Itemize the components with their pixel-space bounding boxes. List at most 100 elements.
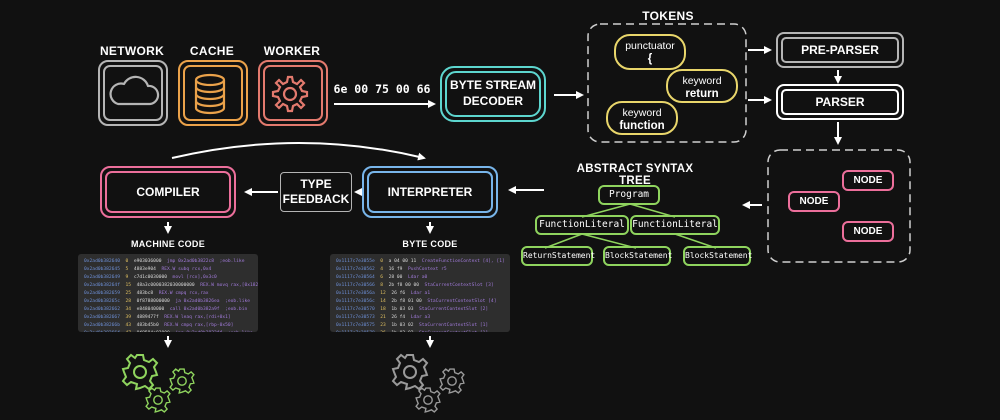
type-feedback-line1: TYPE xyxy=(300,177,332,191)
hex-stream-label: 6e 00 75 00 66 xyxy=(333,82,431,96)
byte-code-line: 0x1117c7e30564 6 28 00 Ldar a0 xyxy=(336,274,504,282)
byte-code-line: 0x1117c7e3056c 14 2b f8 01 00 StaCurrent… xyxy=(336,298,504,306)
cloud-icon xyxy=(109,75,160,106)
byte-stream-decoder-box: BYTE STREAM DECODER xyxy=(440,66,546,122)
machine-code-panel: 0x2ad0b382640 0 e903036000 jmp 0x2ad0b38… xyxy=(78,254,258,332)
machine-code-line-part: 48a3c0000382030000000 xyxy=(136,283,201,288)
machine-code-line-part: call 0x2ad0b382a9f ;eob.bin xyxy=(169,307,248,312)
machine-code-line-part: movl [rcx],0x3c0 xyxy=(172,275,217,280)
nodes-dashed-frame xyxy=(767,149,911,263)
machine-code-line-part: 9 xyxy=(125,275,134,280)
byte-code-line-part: PushContext r5 xyxy=(407,267,447,272)
machine-code-line-part: REX.W cmpq rcx,rax xyxy=(158,291,209,296)
machine-code-line-part: 483b45b0 xyxy=(136,323,165,328)
machine-code-line: 0x2ad0b38266f 47 0f8594e03000 jnz 0x2ad0… xyxy=(84,330,253,332)
byte-code-line-part: 2b f8 01 00 xyxy=(391,299,428,304)
ast-node-functionliteral-1: FunctionLiteral xyxy=(535,215,629,235)
ast-node-program: Program xyxy=(598,185,660,205)
machine-code-line: 0x2ad0b38266b 43 483b45b0 REX.W cmpq rax… xyxy=(84,322,252,330)
pre-parser-box: PRE-PARSER xyxy=(776,32,904,68)
machine-code-line: 0x2ad0b382640 0 e903036000 jmp 0x2ad0b38… xyxy=(84,258,252,266)
byte-code-line-part: 12 xyxy=(380,291,392,296)
byte-code-line-part: 16 f9 xyxy=(388,267,408,272)
machine-code-title: MACHINE CODE xyxy=(130,239,206,249)
worker-source-box xyxy=(258,60,328,126)
byte-code-line-part: StaCurrentContextSlot [1] xyxy=(419,323,489,328)
token-keyword-return: keyword return xyxy=(666,69,738,103)
machine-code-line: 0x2ad0b382667 39 4889477f REX.W leaq rax… xyxy=(84,314,252,322)
machine-code-line-part: jnz 0x2ad0b3823ff ;eob.like xyxy=(175,331,252,332)
machine-code-line-part: 0x2ad0b38264f xyxy=(84,283,126,288)
machine-code-line-part: 34 xyxy=(125,307,137,312)
gear-icon xyxy=(271,75,309,113)
byte-code-line-part: Ldar a0 xyxy=(407,275,428,280)
machine-code-line-part: REX.W subq rcx,0x4 xyxy=(161,267,212,272)
type-feedback-line2: FEEDBACK xyxy=(282,192,350,206)
byte-code-line-part: 0x1117c7e30564 xyxy=(336,275,381,280)
byte-code-line-part: 0x1117c7e30570 xyxy=(336,307,381,312)
byte-code-line-part: 1b 03 02 xyxy=(391,323,420,328)
byte-code-line-part: 23 xyxy=(380,323,392,328)
machine-code-line-part: 15 xyxy=(125,283,137,288)
network-source-box xyxy=(98,60,168,126)
parser-label: PARSER xyxy=(815,95,865,109)
node-box-2: NODE xyxy=(788,191,840,212)
machine-code-line-part: jmp 0x2ad0b3822c8 ;eob.like xyxy=(167,259,245,264)
byte-code-line-part: 0x1117c7e30578 xyxy=(336,331,380,332)
byte-code-line: 0x1117c7e30570 18 1b 03 03 StaCurrentCon… xyxy=(336,306,504,314)
machine-code-line-part: 0x2ad0b382640 xyxy=(84,259,126,264)
byte-code-line-part: Ldar a3 xyxy=(410,315,431,320)
byte-code-line-part: 0x1117c7e30573 xyxy=(336,315,381,320)
machine-code-line-part: 0x2ad0b38266f xyxy=(84,331,126,332)
byte-code-line-part: 4 xyxy=(380,267,389,272)
machine-code-line-part: 0f8594e03000 xyxy=(137,331,176,332)
token-return-value: return xyxy=(685,88,719,100)
byte-code-line-part: 21 xyxy=(380,315,392,320)
machine-code-gears-icon xyxy=(121,353,195,413)
byte-code-line: 0x1117c7e30566 8 2b f8 00 00 StaCurrentC… xyxy=(336,282,504,290)
machine-code-line-part: e903036000 xyxy=(133,259,168,264)
machine-code-line-part: ja 0x2ad0b3826ea ;eob.like xyxy=(175,299,250,304)
byte-code-line-part: StaCurrentContextSlot [1] xyxy=(419,331,488,332)
byte-code-line-part: Ldar a1 xyxy=(410,291,431,296)
byte-code-title: BYTE CODE xyxy=(402,239,458,249)
machine-code-line-part: 0x2ad0b382667 xyxy=(84,315,126,320)
machine-code-line: 0x2ad0b38264f 15 48a3c0000382030000000 R… xyxy=(84,282,258,290)
byte-code-gears-icon xyxy=(391,353,465,413)
node-box-3: NODE xyxy=(842,221,894,242)
machine-code-line-part: 4883e904 xyxy=(133,267,162,272)
byte-code-line-part: CreateFunctionContext [4], [1] xyxy=(421,259,505,264)
machine-code-line-part: 5 xyxy=(125,267,134,272)
machine-code-line-part: 25 xyxy=(125,291,137,296)
byte-code-line-part: 18 xyxy=(380,307,392,312)
byte-code-line: 0x1117c7e3056a 12 26 f6 Ldar a1 xyxy=(336,290,504,298)
machine-code-line-part: 28 xyxy=(125,299,137,304)
byte-code-line-part: 0x1117c7e3055e xyxy=(336,259,381,264)
network-label: NETWORK xyxy=(99,44,165,58)
ast-node-blockstatement-2: BlockStatement xyxy=(683,246,752,266)
byte-code-line: 0x1117c7e30562 4 16 f9 PushContext r5 xyxy=(336,266,504,274)
byte-code-line-part: StaCurrentContextSlot [2] xyxy=(419,307,489,312)
token-keyword-function: keyword function xyxy=(606,101,678,135)
machine-code-line-part: REX.W cmpq rax,[rbp-0x50] xyxy=(164,323,234,328)
byte-code-line-part: 14 xyxy=(380,299,392,304)
machine-code-line-part: REX.W leaq rax,[rdi+0x1] xyxy=(164,315,231,320)
compiler-box: COMPILER xyxy=(100,166,236,218)
interpreter-label: INTERPRETER xyxy=(387,185,473,199)
machine-code-line-part: 0x2ad0b382662 xyxy=(84,307,126,312)
ast-tree-lines xyxy=(544,203,717,249)
byte-code-line-part: StaCurrentContextSlot [3] xyxy=(424,283,494,288)
machine-code-line-part: 39 xyxy=(125,315,137,320)
byte-code-line-part: 0x1117c7e30566 xyxy=(336,283,381,288)
byte-code-line: 0x1117c7e3055e 0 a 04 00 11 CreateFuncti… xyxy=(336,258,505,266)
tokens-title: TOKENS xyxy=(642,9,694,23)
machine-code-line: 0x2ad0b38265c 28 0f8788000000 ja 0x2ad0b… xyxy=(84,298,252,306)
cache-source-box xyxy=(178,60,248,126)
ast-node-blockstatement-1: BlockStatement xyxy=(603,246,672,266)
machine-code-line-part: 483bc8 xyxy=(136,291,159,296)
database-icon xyxy=(194,73,226,115)
byte-code-line-part: 0x1117c7e3056c xyxy=(336,299,381,304)
parser-box: PARSER xyxy=(776,84,904,120)
machine-code-line-part: 0f8788000000 xyxy=(136,299,176,304)
machine-code-line-part: c7d1c0030000 xyxy=(133,275,173,280)
